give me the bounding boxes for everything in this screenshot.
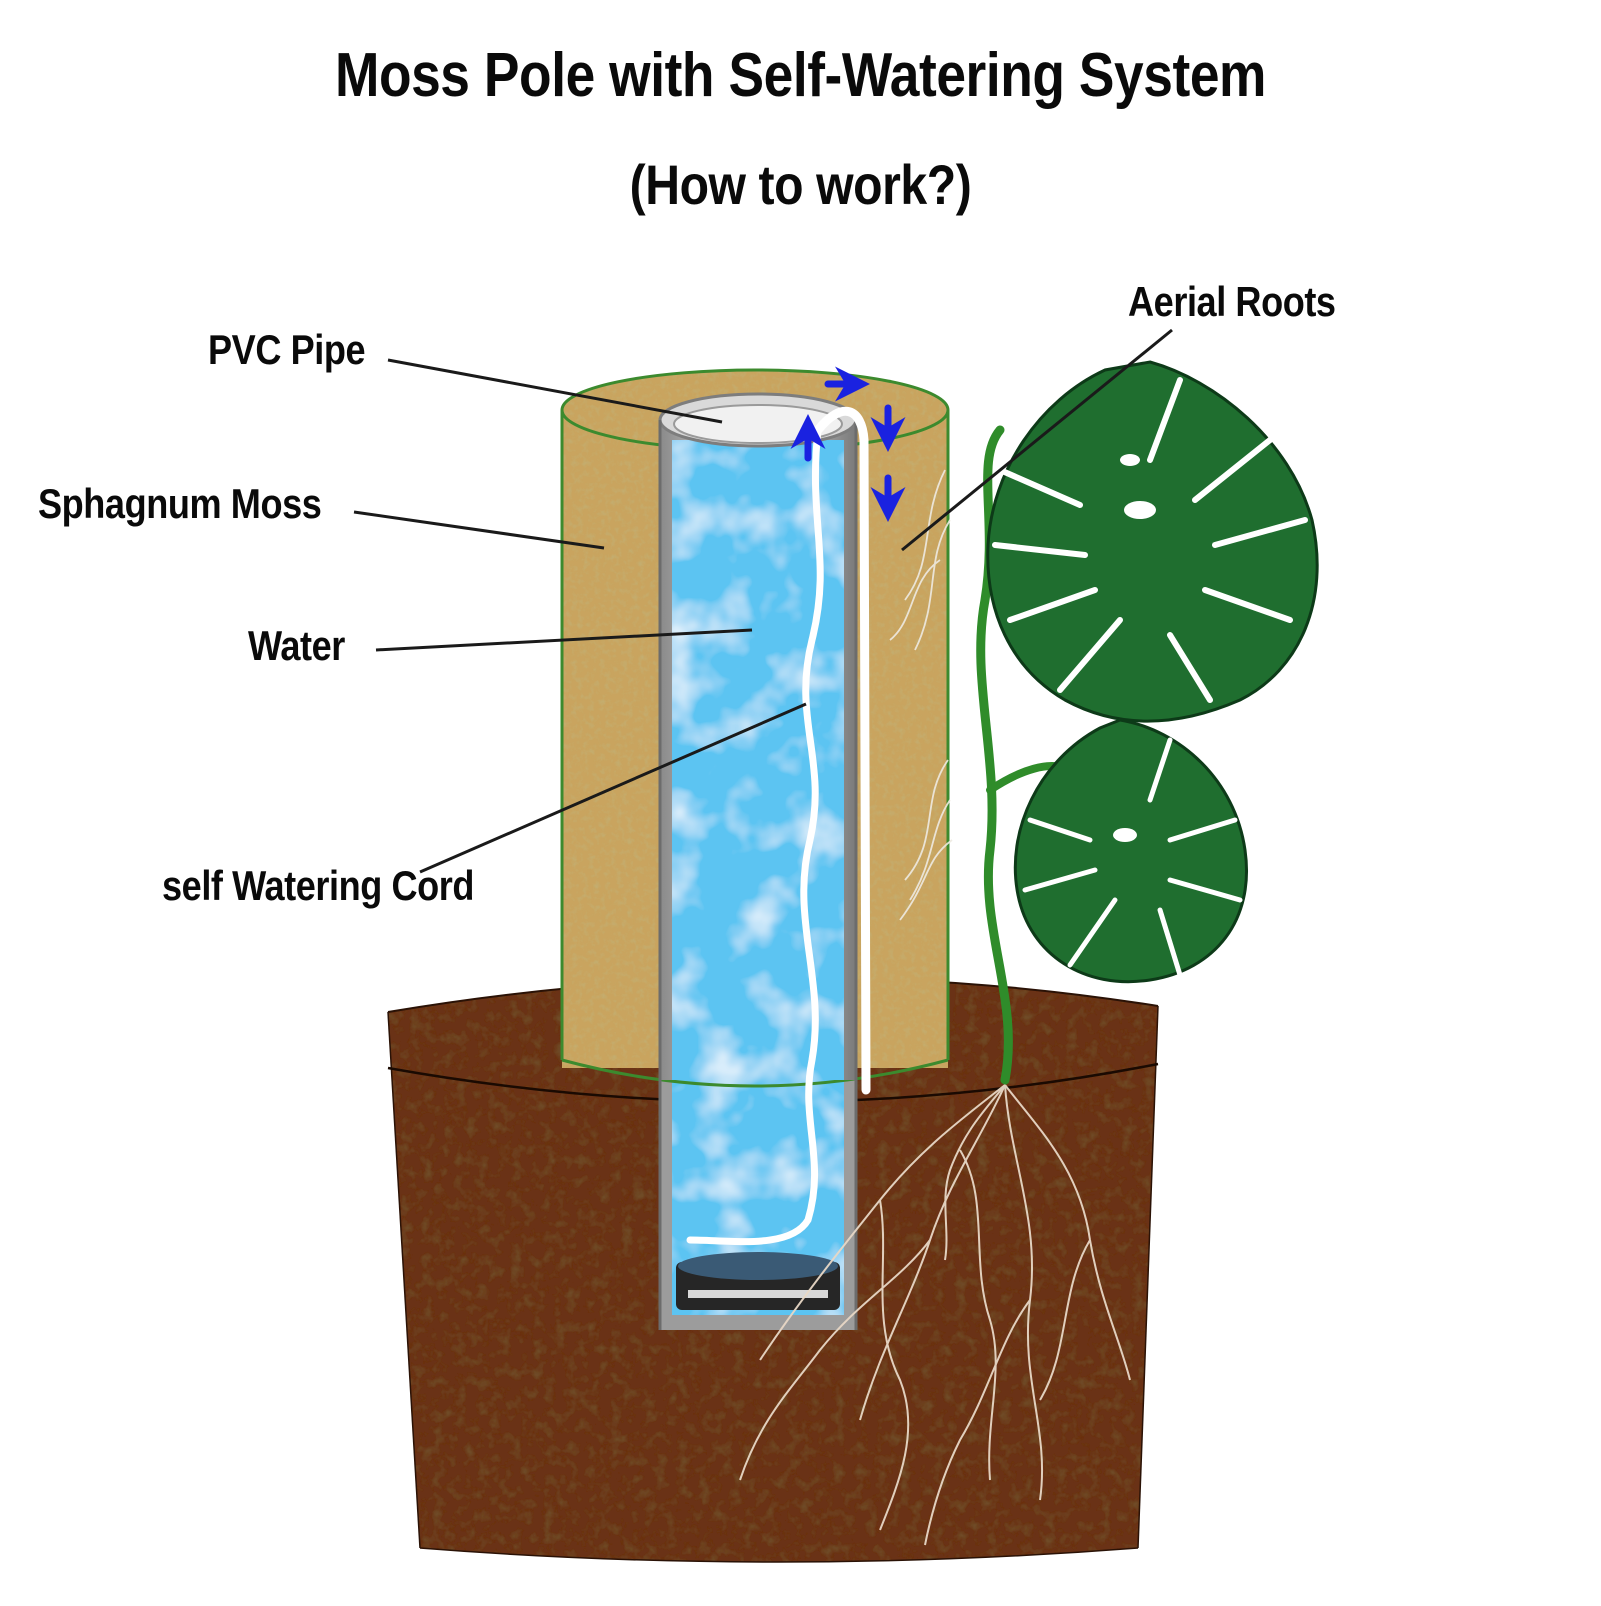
label-pvc-pipe: PVC Pipe — [208, 326, 366, 373]
diagram-title: Moss Pole with Self-Watering System — [334, 41, 1267, 110]
label-sphagnum-moss: Sphagnum Moss — [38, 480, 322, 527]
flow-arrows — [790, 366, 906, 522]
label-aerial-roots: Aerial Roots — [1128, 278, 1336, 325]
monstera-leaf-large — [986, 360, 1319, 723]
pipe-in-soil — [660, 1080, 856, 1330]
monstera-leaf-small — [1013, 718, 1248, 984]
aerial-roots — [889, 469, 953, 921]
leader-lines — [353, 328, 1173, 874]
self-watering-cord — [686, 406, 871, 1246]
label-self-watering-cord: self Watering Cord — [162, 862, 475, 909]
diagram-subtitle: (How to work?) — [629, 153, 972, 216]
label-water: Water — [248, 622, 345, 669]
soil-roots — [739, 1084, 1131, 1546]
